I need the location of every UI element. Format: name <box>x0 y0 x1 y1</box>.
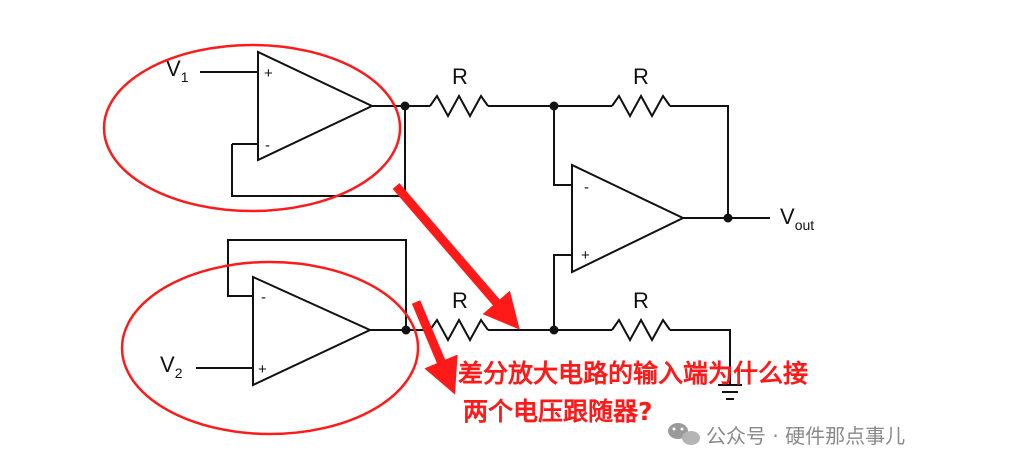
ground-wire <box>670 329 731 385</box>
opamp-2-plus-sign: + <box>258 361 267 378</box>
opamp-3-minus-sign: - <box>584 179 589 196</box>
highlight-ellipse-top <box>102 43 402 213</box>
opamp-2-triangle <box>252 275 373 387</box>
junction-dot <box>401 325 411 335</box>
arrow-to-junction <box>392 183 520 330</box>
junction-dot <box>400 101 410 111</box>
resistor-rg <box>611 317 671 343</box>
opamp-1-minus-sign: - <box>265 137 270 154</box>
opamp-2-feedback-wire <box>227 239 407 330</box>
junction-dot <box>723 213 733 223</box>
junction-dot <box>549 101 559 111</box>
resistor-r1-label: R <box>452 64 468 89</box>
opamp-3-triangle <box>571 163 686 274</box>
highlight-ellipse-bottom <box>120 260 420 436</box>
resistor-r1 <box>429 93 489 119</box>
watermark-text: 公众号 · 硬件那点事儿 <box>706 424 906 448</box>
resistor-rf <box>611 93 671 119</box>
annotation-line-2: 两个电压跟随器? <box>463 397 653 426</box>
opamp-1-feedback-wire <box>231 106 406 197</box>
opamp-3-noninv-wire <box>553 254 572 330</box>
opamp-2-minus-sign: - <box>261 289 266 306</box>
resistor-rf-label: R <box>633 64 649 89</box>
v1-label: V1 <box>166 56 189 85</box>
resistor-r2-label: R <box>452 288 468 313</box>
resistor-r2 <box>429 317 489 343</box>
v2-label: V2 <box>160 352 183 381</box>
wechat-logo-icon <box>668 423 700 445</box>
junction-dot <box>549 325 559 335</box>
vout-label: Vout <box>780 204 814 233</box>
annotation-line-1: 差分放大电路的输入端为什么接 <box>458 359 809 388</box>
arrow-to-caption <box>411 300 458 395</box>
opamp-3-inv-wire <box>553 106 572 186</box>
feedback-wire-right <box>670 105 729 218</box>
opamp-1-triangle <box>257 50 375 162</box>
resistor-rg-label: R <box>633 288 649 313</box>
opamp-3-plus-sign: + <box>581 247 590 264</box>
opamp-1-plus-sign: + <box>264 65 273 82</box>
